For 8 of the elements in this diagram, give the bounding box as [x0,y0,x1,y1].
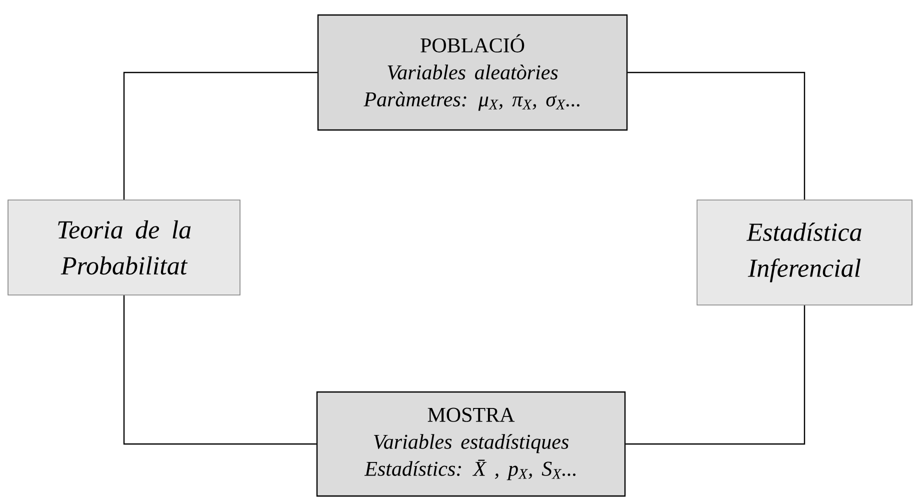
connector-line [626,305,806,445]
connector-line [123,295,316,445]
theory-box: Teoria de la Probabilitat [8,200,240,296]
sample-box: MOSTRA Variables estadístiques Estadístics: X̄ , p$_{X}$, S$_{X}$... [316,391,626,497]
inference-box: Estadística Inferencial [696,200,912,306]
connector-line [628,72,806,200]
connector-line [123,72,318,200]
population-box: POBLACIÓ Variables aleatòries Paràmetres: μ$_{X}$, π$_{X}$, σ$_{X}$... [317,14,628,131]
